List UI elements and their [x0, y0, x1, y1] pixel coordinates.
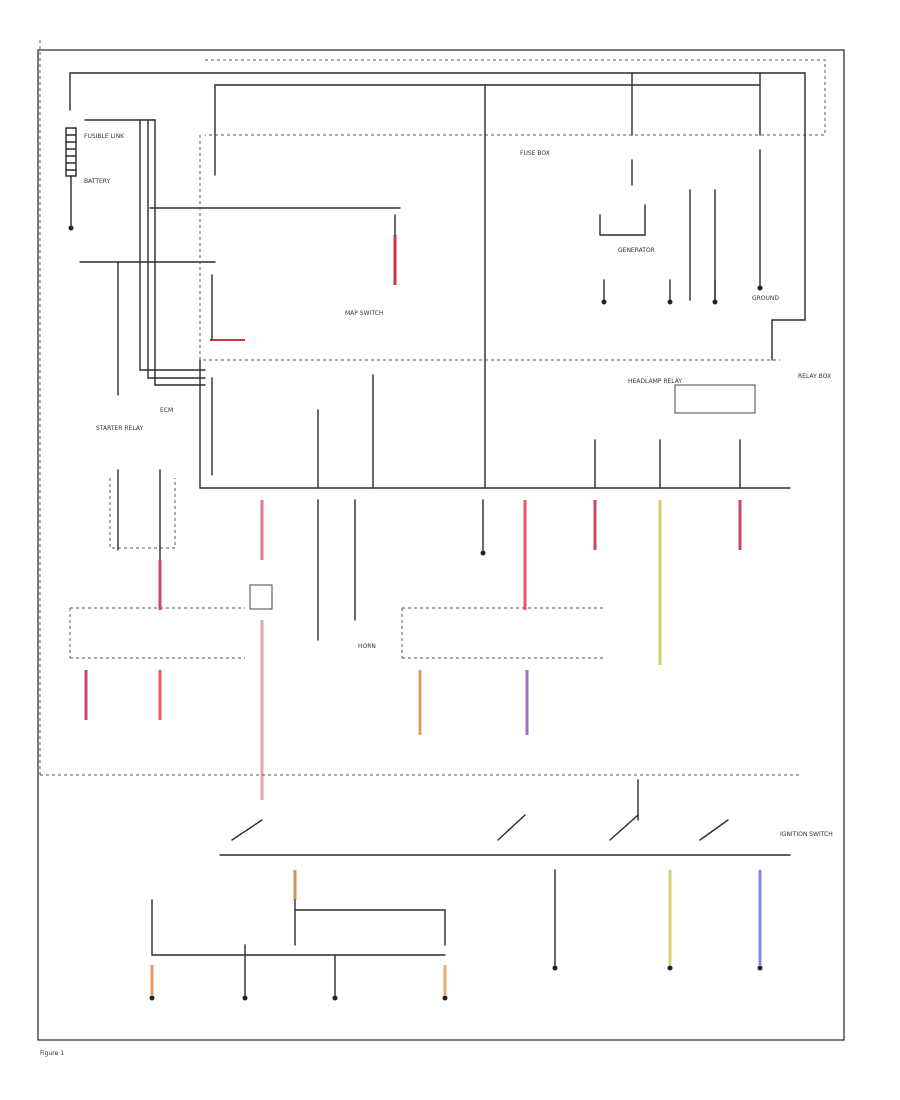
gen-branch: [599, 189, 716, 301]
ignition-switch-label: IGNITION SWITCH: [780, 831, 833, 838]
lower-mid-block: [401, 607, 605, 659]
starter-relay-wires: [117, 469, 161, 601]
fuse-box-label: FUSE BOX: [520, 150, 550, 157]
generator-label: GENERATOR: [618, 247, 655, 254]
fusible-link-label: FUSIBLE LINK: [84, 133, 125, 140]
footer-label: Figure 1: [40, 1050, 64, 1057]
ground-right-1: [757, 285, 763, 291]
ground-label: GROUND: [752, 295, 779, 302]
mid-left-vertical: [199, 359, 213, 489]
lower-left-block: [69, 607, 245, 659]
ground-b: [667, 299, 673, 305]
battery-icon: [65, 72, 77, 231]
map-switch-label: MAP SWITCH: [345, 310, 383, 317]
battery-label: BATTERY: [84, 178, 111, 185]
drop-box-lower: [294, 899, 446, 946]
headlamp-relay-label: HEADLAMP RELAY: [628, 378, 682, 385]
fuse-small: [249, 584, 273, 610]
fusible-bundle-3: [154, 119, 206, 386]
ground-c: [712, 299, 718, 305]
starter-relay-label: STARTER RELAY: [96, 425, 143, 432]
fusible-bundle-2: [147, 119, 206, 379]
diagram-frame: [37, 49, 845, 1041]
ground-icons-bottom: [149, 965, 763, 1001]
headlamp-relay: [674, 384, 756, 414]
ground-drops-upper: [603, 279, 716, 301]
fuse-right-drop: [771, 72, 806, 361]
drop-lower-left: [151, 899, 446, 956]
ecm-label: ECM: [160, 407, 173, 414]
mid-verticals: [317, 359, 741, 489]
relay-box-label: RELAY BOX: [798, 373, 831, 380]
horn-label: HORN: [358, 643, 376, 650]
top-bus: [205, 59, 826, 136]
fuse-block-upper-wire: [214, 72, 761, 361]
fuse-block-upper: [199, 135, 780, 361]
ignition-contacts: [231, 814, 729, 841]
ground-a: [601, 299, 607, 305]
fusible-bundle-1: [139, 119, 206, 371]
ground-d: [480, 550, 486, 556]
starter-relay-box: [109, 478, 176, 549]
ignition-box: [39, 40, 800, 776]
